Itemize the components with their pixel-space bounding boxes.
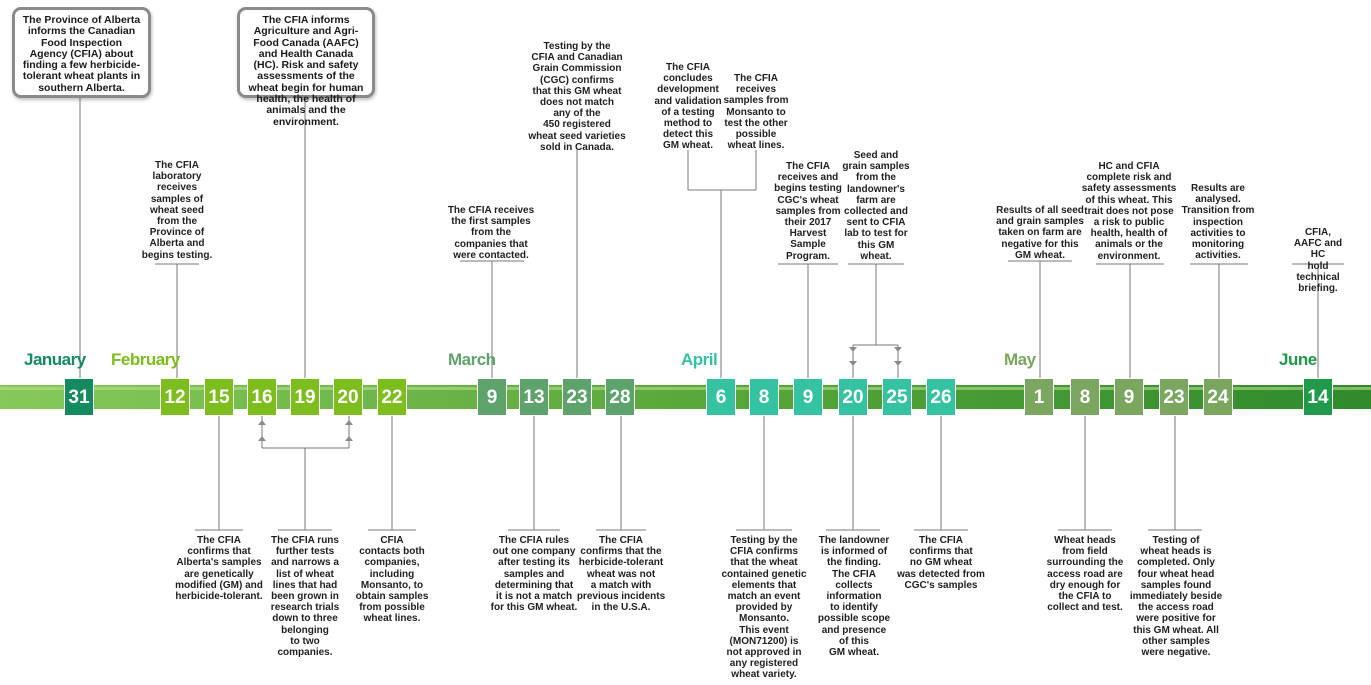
arrow-apr-25	[894, 347, 902, 352]
note-mar-23: Testing by the CFIA and Canadian Grain C…	[528, 41, 626, 153]
day-marker-mar-9: 9	[477, 378, 507, 416]
note-may-8: Wheat heads from field surrounding the a…	[1046, 535, 1124, 614]
note-mar-28: The CFIA confirms that the herbicide-tol…	[576, 535, 666, 614]
note-may-23: Testing of wheat heads is completed. Onl…	[1129, 535, 1223, 659]
day-marker-apr-26: 26	[926, 378, 956, 416]
connector-lines	[79, 98, 1344, 531]
day-marker-may-24: 24	[1203, 378, 1233, 416]
day-marker-apr-8: 8	[749, 378, 779, 416]
month-label-april: April	[681, 350, 718, 369]
day-marker-jun-14: 14	[1303, 378, 1333, 416]
note-apr-8: Testing by the CFIA confirms that the wh…	[721, 535, 807, 681]
arrow-feb-20	[345, 420, 353, 425]
month-label-february: February	[111, 350, 180, 369]
day-marker-feb-22: 22	[377, 378, 407, 416]
day-marker-may-8: 8	[1070, 378, 1100, 416]
note-apr-9: The CFIA receives and begins testing CGC…	[774, 161, 842, 262]
arrow-apr-25-b	[894, 361, 902, 366]
note-may-24: Results are analysed. Transition from in…	[1181, 183, 1255, 262]
note-feb-16-20: The CFIA runs further tests and narrows …	[270, 535, 340, 659]
timeline-bar-highlight	[0, 387, 1371, 390]
arrow-feb-16-b	[258, 436, 266, 441]
february-19-box: The CFIA informs Agriculture and Agri-Fo…	[237, 7, 375, 127]
month-label-march: March	[448, 350, 496, 369]
month-label-may: May	[1004, 350, 1036, 369]
note-apr-20-25: Seed and grain samples from the landowne…	[842, 150, 910, 262]
february-19-box-text: The CFIA informs Agriculture and Agri-Fo…	[248, 14, 364, 128]
arrow-apr-20-b	[849, 361, 857, 366]
note-jun-14: CFIA, AAFC and HC hold technical briefin…	[1293, 227, 1343, 295]
bracket-arrows	[258, 347, 902, 441]
january-box-text: The Province of Alberta informs the Cana…	[22, 14, 141, 94]
day-marker-mar-13: 13	[519, 378, 549, 416]
month-label-january: January	[24, 350, 86, 369]
day-marker-feb-19: 19	[290, 378, 320, 416]
day-marker-feb-20: 20	[333, 378, 363, 416]
note-mar-13: The CFIA rules out one company after tes…	[490, 535, 578, 614]
day-marker-may-9: 9	[1114, 378, 1144, 416]
arrow-apr-20	[849, 347, 857, 352]
day-marker-feb-15: 15	[204, 378, 234, 416]
note-mar-9: The CFIA receives the first samples from…	[447, 205, 535, 261]
day-marker-may-1: 1	[1024, 378, 1054, 416]
day-marker-feb-16: 16	[247, 378, 277, 416]
note-apr-20: The landowner is informed of the finding…	[817, 535, 891, 659]
note-feb-22: CFIA contacts both companies, including …	[355, 535, 429, 625]
arrow-feb-20-b	[345, 436, 353, 441]
day-marker-apr-9: 9	[793, 378, 823, 416]
note-feb-15: The CFIA confirms that Alberta's samples…	[175, 535, 263, 603]
day-marker-may-23: 23	[1159, 378, 1189, 416]
note-apr-26: The CFIA confirms that no GM wheat was d…	[897, 535, 985, 591]
note-apr-6-a: The CFIA concludes development and valid…	[654, 62, 722, 152]
day-marker-mar-28: 28	[605, 378, 635, 416]
day-marker-mar-23: 23	[562, 378, 592, 416]
day-marker-jan-31: 31	[64, 378, 94, 416]
day-marker-apr-20: 20	[838, 378, 868, 416]
day-marker-apr-6: 6	[706, 378, 736, 416]
month-label-june: June	[1279, 350, 1317, 369]
day-marker-feb-12: 12	[160, 378, 190, 416]
arrow-feb-16	[258, 420, 266, 425]
january-box: The Province of Alberta informs the Cana…	[12, 7, 151, 98]
note-may-9: HC and CFIA complete risk and safety ass…	[1081, 161, 1177, 262]
note-feb-12: The CFIA laboratory receives samples of …	[141, 160, 213, 261]
day-marker-apr-25: 25	[882, 378, 912, 416]
note-apr-6-b: The CFIA receives samples from Monsanto …	[723, 73, 789, 152]
note-may-1: Results of all seed and grain samples ta…	[996, 205, 1084, 261]
